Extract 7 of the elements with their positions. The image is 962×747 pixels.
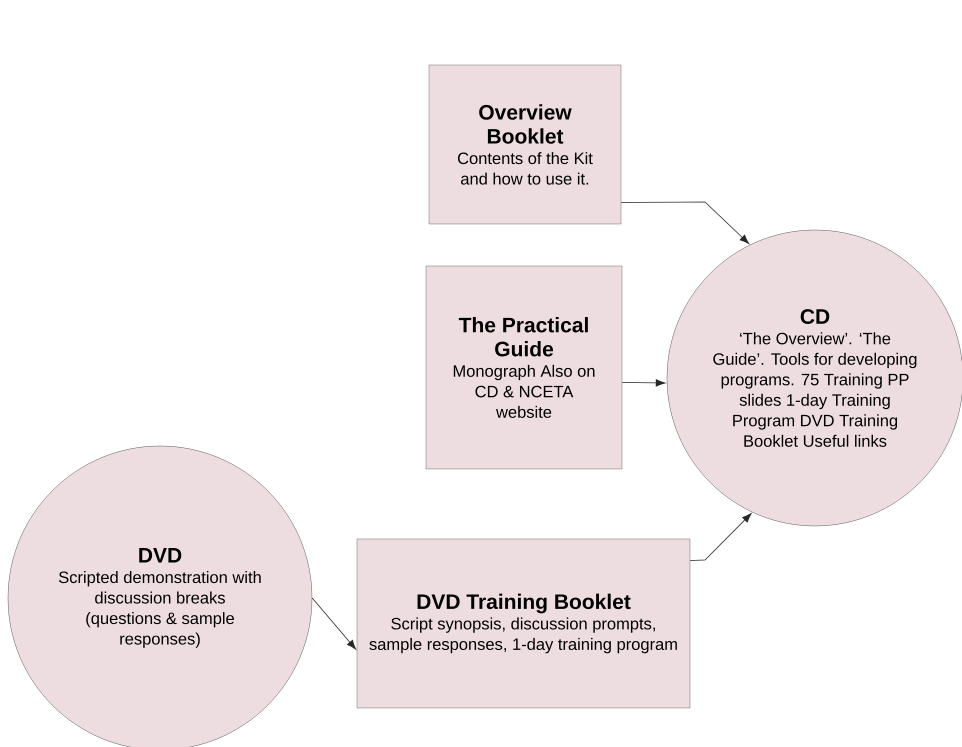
content-box: DVD Training Booklet Script synopsis, discussion prompts, sample responses, 1-day training program [356,538,690,708]
arrow [620,202,750,244]
arrow [312,598,356,650]
arrow [690,513,752,561]
arrow [622,379,666,387]
content-box: The Practical Guide Monograph Also on CD & NCETA website [426,266,622,470]
content-box: Overview Booklet Contents of the Kit and how to use it. [428,64,622,224]
